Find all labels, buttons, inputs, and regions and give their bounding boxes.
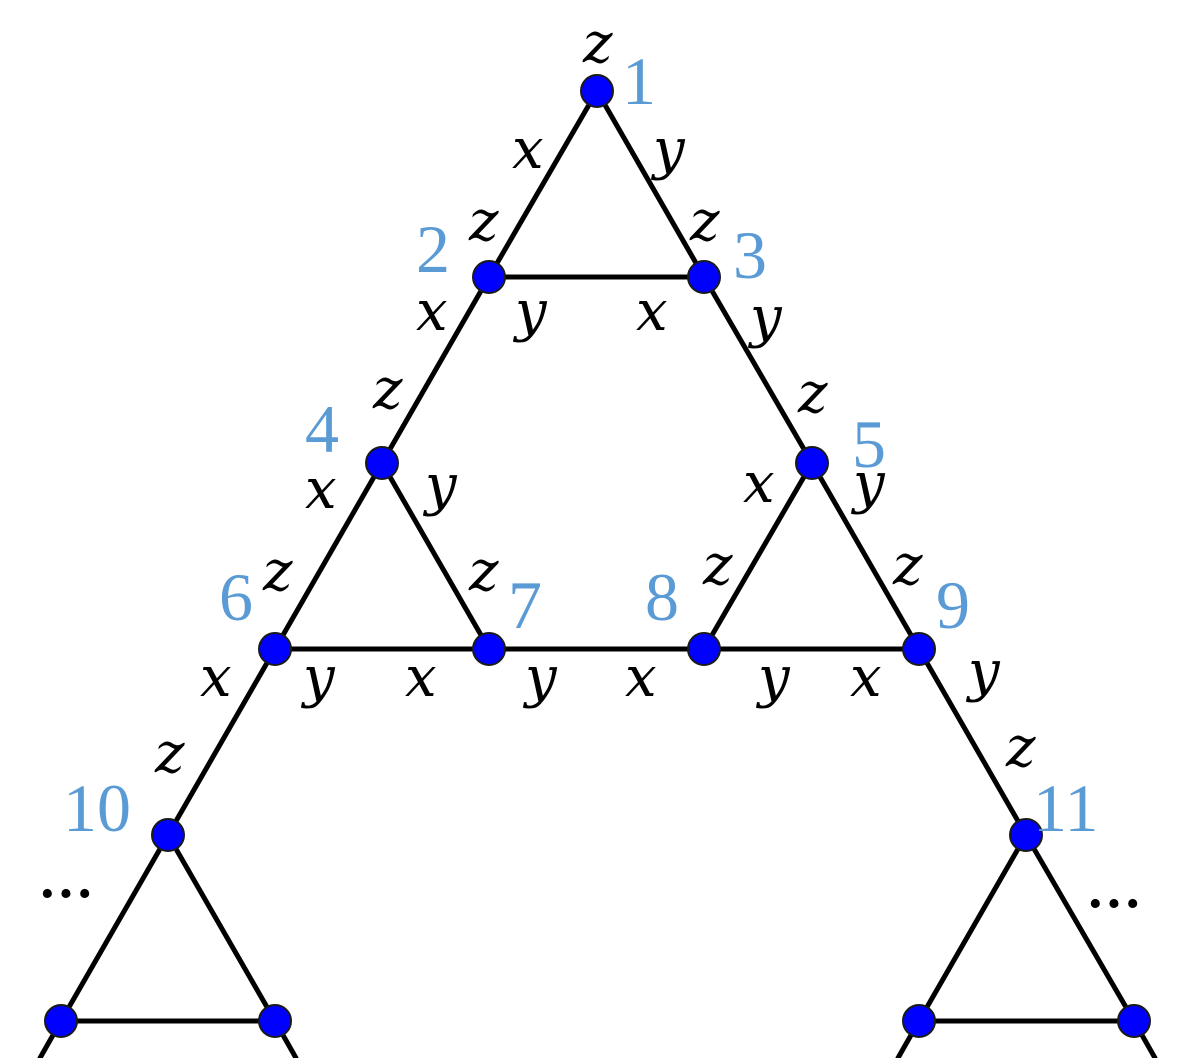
edge-label-z: z (468, 539, 499, 604)
edge-label-y: y (965, 639, 1001, 704)
node-label-4: 4 (305, 391, 339, 467)
node-5 (795, 446, 829, 480)
ellipsis-marker: ··· (1086, 873, 1142, 935)
edge-4-7 (379, 460, 492, 652)
edge-9-11 (916, 646, 1029, 838)
node-label-10: 10 (63, 770, 131, 846)
edge-label-x: x (625, 645, 657, 710)
node-label-11: 11 (1033, 770, 1098, 846)
node-unlabeled-12 (258, 1004, 292, 1038)
node-3 (687, 260, 721, 294)
edge-label-z: z (154, 721, 185, 786)
node-1 (580, 74, 614, 108)
edge-1-3 (594, 88, 707, 280)
edge-label-y: y (512, 279, 548, 344)
edge-label-x: x (200, 645, 232, 710)
edge-2-4 (379, 274, 492, 466)
node-label-3: 3 (733, 217, 767, 293)
edge-11-br (1023, 832, 1137, 1024)
edge-label-z: z (372, 357, 403, 422)
edge-label-y: y (755, 645, 791, 710)
edge-label-y: y (650, 117, 686, 182)
ellipsis-markers: ··· ··· (38, 863, 1142, 935)
edges (37, 88, 1158, 1058)
edge-6-10 (165, 646, 278, 838)
node-10 (151, 818, 185, 852)
edge-label-z: z (582, 11, 613, 76)
edge-4-6 (272, 460, 385, 652)
edge-label-x: x (850, 645, 882, 710)
node-label-5: 5 (852, 406, 886, 482)
edge-label-z: z (1005, 715, 1036, 780)
node-9 (902, 632, 936, 666)
node-4 (365, 446, 399, 480)
edge-label-y: y (522, 645, 558, 710)
edge-label-x: x (416, 279, 448, 344)
node-unlabeled-14 (1117, 1004, 1151, 1038)
node-6 (258, 632, 292, 666)
edge-label-y: y (422, 453, 458, 518)
edge-label-y: y (300, 645, 336, 710)
node-7 (472, 632, 506, 666)
node-unlabeled-11 (44, 1004, 78, 1038)
edge-label-x: x (405, 645, 437, 710)
edge-label-z: z (468, 189, 499, 254)
edge-5-8 (701, 460, 815, 652)
node-label-7: 7 (508, 567, 542, 643)
nodes (44, 74, 1151, 1038)
node-label-8: 8 (645, 559, 679, 635)
edge-1-2 (486, 88, 600, 280)
edge-label-z: z (689, 189, 720, 254)
edge-label-z: z (797, 361, 828, 426)
edge-label-x: x (743, 451, 775, 516)
edge-label-z: z (892, 533, 923, 598)
node-label-6: 6 (219, 559, 253, 635)
edge-label-y: y (850, 451, 886, 516)
node-2 (472, 260, 506, 294)
node-unlabeled-13 (902, 1004, 936, 1038)
edge-label-x: x (512, 117, 544, 182)
edge-label-z: z (262, 539, 293, 604)
ellipsis-marker: ··· (38, 863, 94, 925)
node-labels: 1 2 3 4 5 6 7 8 9 10 11 (63, 43, 1098, 846)
node-8 (687, 632, 721, 666)
edge-label-y: y (747, 285, 783, 350)
edge-10-br (165, 832, 278, 1024)
edge-label-x: x (305, 457, 337, 522)
edge-11-bl (916, 832, 1029, 1024)
edge-3-5 (701, 274, 815, 466)
node-label-2: 2 (416, 211, 450, 287)
edge-label-z: z (702, 533, 733, 598)
node-11 (1009, 818, 1043, 852)
node-label-9: 9 (936, 567, 970, 643)
edge-5-9 (809, 460, 922, 652)
edge-10-bl (58, 832, 171, 1024)
edge-label-x: x (636, 279, 668, 344)
node-label-1: 1 (622, 43, 656, 119)
